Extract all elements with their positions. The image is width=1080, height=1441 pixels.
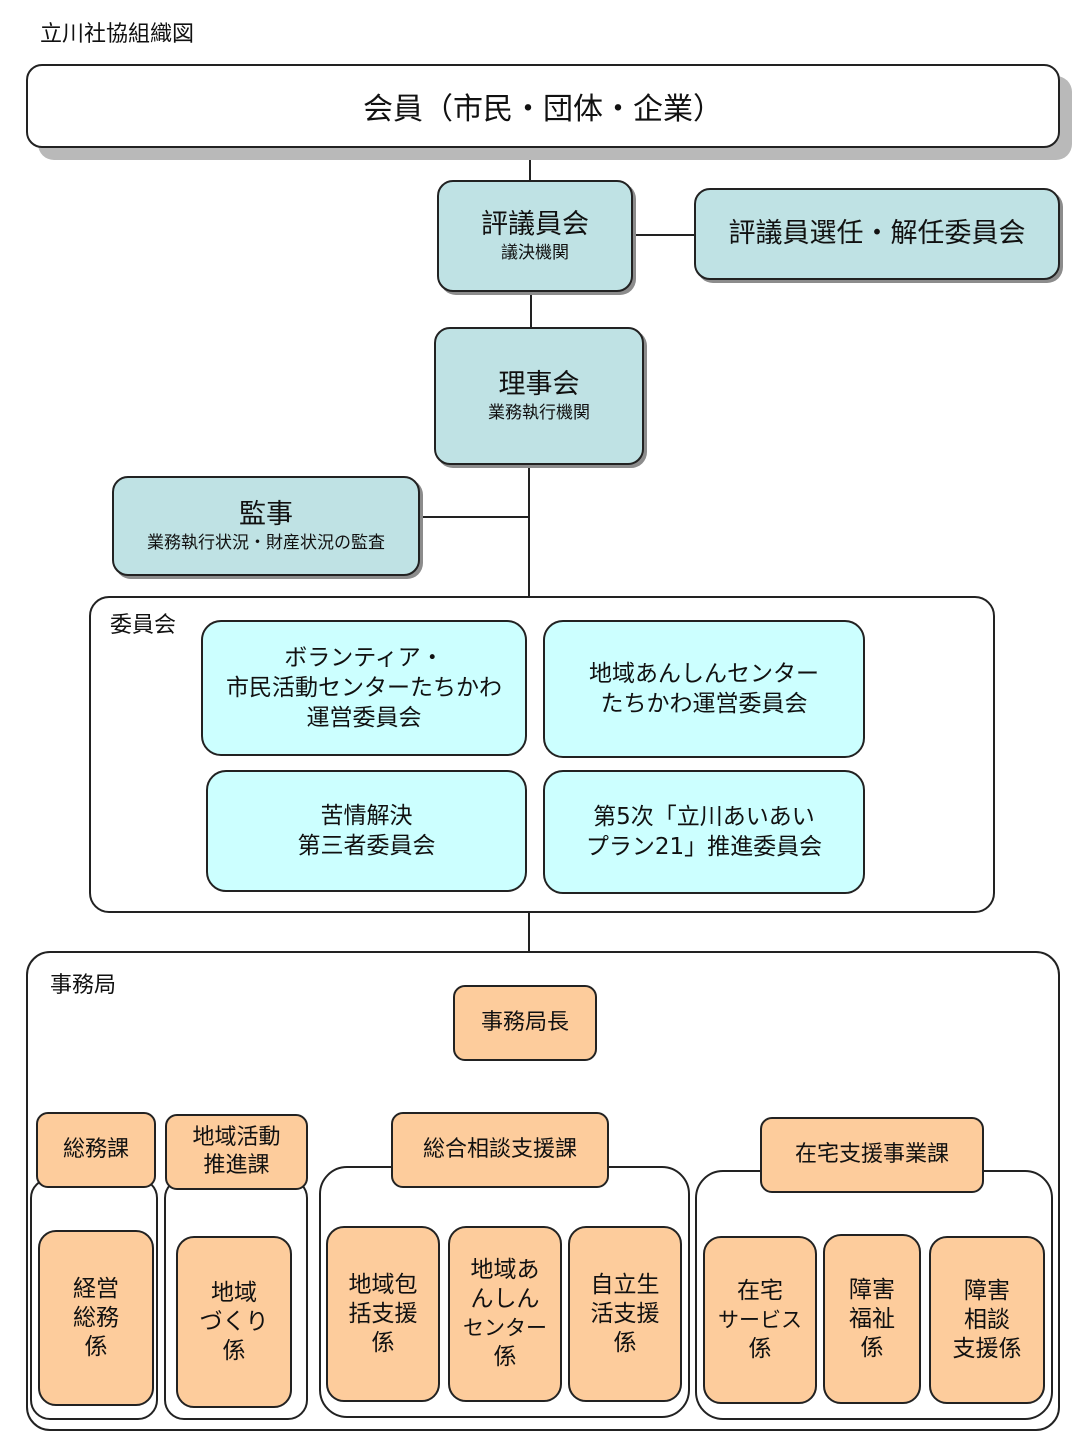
unit-line: 総務 — [73, 1304, 119, 1331]
members-box: 会員（市民・団体・企業） — [26, 64, 1060, 148]
unit-line: 係 — [84, 1333, 108, 1360]
dept-name-line: 地域活動 — [192, 1125, 281, 1150]
unit-line: 地域あ — [470, 1257, 540, 1283]
unit-line: 在宅 — [737, 1277, 783, 1304]
unit-line: んしん — [470, 1286, 540, 1312]
unit-comprehensive-support: 地域包 括支援 係 — [326, 1226, 440, 1402]
connector-board-committees — [528, 465, 530, 597]
dept-consultation: 総合相談支援課 — [391, 1112, 609, 1188]
council-name: 評議員会 — [481, 209, 589, 240]
committee-complaints: 苦情解決 第三者委員会 — [206, 770, 527, 892]
unit-line: 障害 — [964, 1277, 1010, 1304]
committee-line: たちかわ運営委員会 — [600, 691, 808, 717]
unit-line: 括支援 — [348, 1300, 418, 1327]
council-box: 評議員会 議決機関 — [437, 180, 633, 292]
unit-home-service: 在宅 サービス 係 — [703, 1236, 817, 1404]
unit-line: 地域包 — [348, 1271, 418, 1298]
selection-committee-box: 評議員選任・解任委員会 — [694, 188, 1060, 280]
connector-committees-secretariat — [528, 913, 530, 951]
committee-line: 苦情解決 — [320, 803, 413, 829]
unit-line: サービス — [718, 1307, 802, 1332]
unit-line: づくり — [199, 1308, 269, 1335]
unit-line: 障害 — [849, 1276, 895, 1303]
unit-management: 経営 総務 係 — [38, 1230, 154, 1406]
committee-volunteer: ボランティア・ 市民活動センターたちかわ 運営委員会 — [201, 620, 527, 756]
page-title: 立川社協組織図 — [40, 22, 195, 47]
unit-line: 係 — [371, 1329, 395, 1356]
auditor-sub: 業務執行状況・財産状況の監査 — [147, 533, 385, 553]
unit-line: 自立生 — [590, 1271, 660, 1298]
connector-council-board — [530, 292, 532, 328]
unit-line: 支援係 — [952, 1335, 1022, 1362]
board-sub: 業務執行機関 — [488, 403, 590, 423]
unit-line: 福祉 — [849, 1305, 895, 1332]
connector-auditor — [421, 516, 529, 518]
committee-aiai-plan: 第5次「立川あいあい プラン21」推進委員会 — [543, 770, 865, 894]
auditor-name: 監事 — [239, 499, 293, 530]
dept-home-support: 在宅支援事業課 — [760, 1117, 984, 1193]
dept-name-line: 総務課 — [62, 1137, 129, 1162]
unit-disability-consultation: 障害 相談 支援係 — [929, 1236, 1045, 1404]
committee-line: 地域あんしんセンター — [589, 661, 819, 687]
board-box: 理事会 業務執行機関 — [434, 327, 644, 465]
secretariat-head-box: 事務局長 — [453, 985, 597, 1061]
unit-line: 係 — [748, 1335, 772, 1362]
dept-community-promotion: 地域活動 推進課 — [165, 1114, 308, 1190]
unit-disability-welfare: 障害 福祉 係 — [823, 1234, 921, 1404]
unit-line: 相談 — [964, 1306, 1010, 1333]
unit-independent-living: 自立生 活支援 係 — [568, 1226, 682, 1402]
committee-anshin: 地域あんしんセンター たちかわ運営委員会 — [543, 620, 865, 758]
unit-line: 係 — [860, 1334, 884, 1361]
unit-line: センター — [463, 1316, 547, 1340]
committee-line: 市民活動センターたちかわ — [226, 675, 502, 701]
committee-line: 第三者委員会 — [297, 833, 436, 859]
dept-name-line: 在宅支援事業課 — [794, 1142, 949, 1167]
unit-community-building: 地域 づくり 係 — [176, 1236, 292, 1408]
committee-line: 第5次「立川あいあい — [593, 804, 815, 830]
auditor-box: 監事 業務執行状況・財産状況の監査 — [112, 476, 420, 576]
secretariat-head: 事務局長 — [480, 1010, 569, 1035]
dept-general-affairs: 総務課 — [36, 1112, 156, 1188]
dept-name-line: 推進課 — [203, 1153, 270, 1178]
unit-line: 係 — [222, 1337, 246, 1364]
unit-anshin-center: 地域あ んしん センター 係 — [448, 1226, 562, 1402]
unit-line: 活支援 — [590, 1300, 660, 1327]
connector-council-selection — [634, 234, 694, 236]
council-sub: 議決機関 — [501, 243, 569, 263]
committees-label: 委員会 — [110, 613, 177, 638]
connector-members-council — [529, 148, 531, 180]
unit-line: 係 — [493, 1344, 517, 1370]
selection-committee-name: 評議員選任・解任委員会 — [728, 218, 1026, 249]
committee-line: 運営委員会 — [306, 705, 422, 731]
committee-line: ボランティア・ — [284, 645, 444, 671]
unit-line: 係 — [613, 1329, 637, 1356]
secretariat-label: 事務局 — [50, 973, 117, 998]
dept-name-line: 総合相談支援課 — [422, 1137, 577, 1162]
board-name: 理事会 — [498, 369, 580, 400]
unit-line: 地域 — [211, 1279, 257, 1306]
committee-line: プラン21」推進委員会 — [585, 834, 823, 860]
unit-line: 経営 — [73, 1275, 119, 1302]
